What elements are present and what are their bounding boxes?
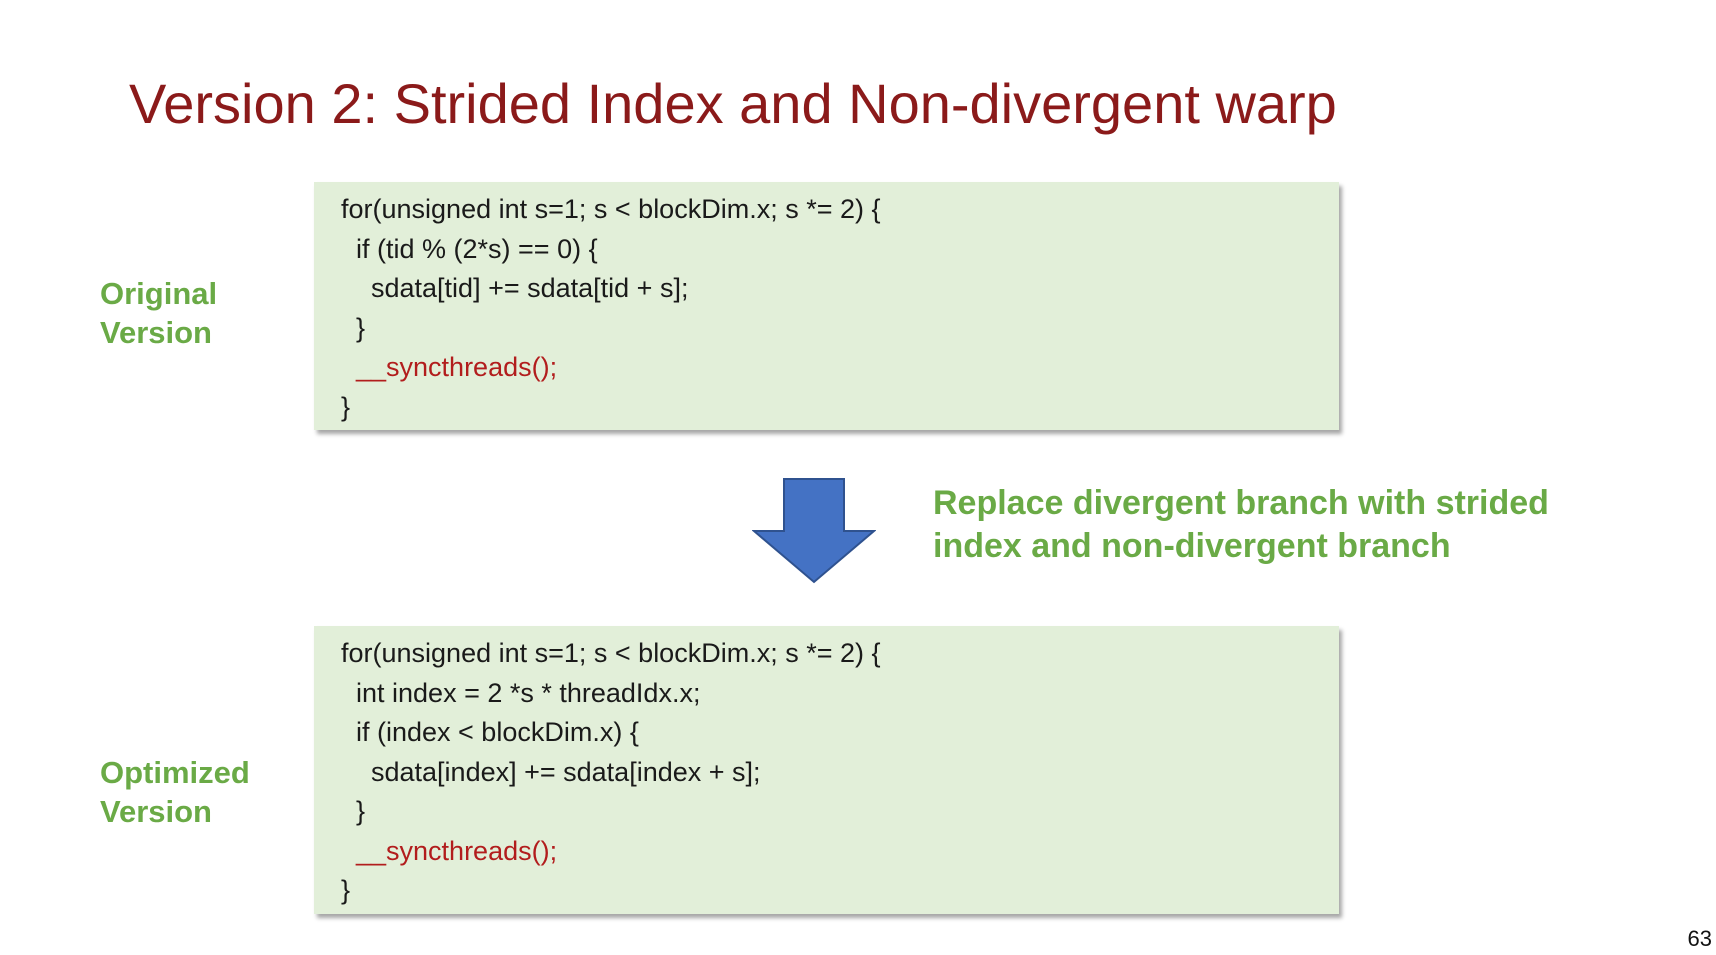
code-line: } bbox=[341, 391, 351, 422]
transition-note: Replace divergent branch with strided in… bbox=[933, 482, 1549, 568]
down-arrow-icon bbox=[752, 478, 876, 584]
note-line1: Replace divergent branch with strided bbox=[933, 484, 1549, 522]
code-line: if (index < blockDim.x) { bbox=[356, 717, 639, 747]
page-number: 63 bbox=[1687, 926, 1712, 951]
optimized-code-block: for(unsigned int s=1; s < blockDim.x; s … bbox=[314, 626, 1339, 914]
optimized-label-line2: Version bbox=[100, 794, 212, 829]
code-line: for(unsigned int s=1; s < blockDim.x; s … bbox=[341, 194, 881, 224]
syncthreads-line: __syncthreads(); bbox=[356, 352, 558, 382]
code-line: int index = 2 *s * threadIdx.x; bbox=[356, 677, 701, 708]
original-label-line1: Original bbox=[100, 276, 218, 311]
slide-title: Version 2: Strided Index and Non-diverge… bbox=[129, 72, 1337, 135]
original-version-label: Original Version bbox=[100, 274, 217, 352]
syncthreads-line: __syncthreads(); bbox=[356, 835, 558, 866]
code-line: for(unsigned int s=1; s < blockDim.x; s … bbox=[341, 638, 881, 668]
original-label-line2: Version bbox=[100, 315, 212, 350]
code-line: } bbox=[356, 312, 366, 343]
original-code-block: for(unsigned int s=1; s < blockDim.x; s … bbox=[314, 182, 1339, 430]
code-line: } bbox=[356, 796, 366, 826]
note-line2: index and non-divergent branch bbox=[933, 527, 1451, 565]
optimized-label-line1: Optimized bbox=[100, 755, 250, 790]
code-line: if (tid % (2*s) == 0) { bbox=[356, 233, 598, 264]
optimized-version-label: Optimized Version bbox=[100, 753, 250, 831]
code-line: } bbox=[341, 875, 351, 905]
code-line: sdata[index] += sdata[index + s]; bbox=[371, 756, 761, 787]
code-line: sdata[tid] += sdata[tid + s]; bbox=[371, 273, 689, 303]
